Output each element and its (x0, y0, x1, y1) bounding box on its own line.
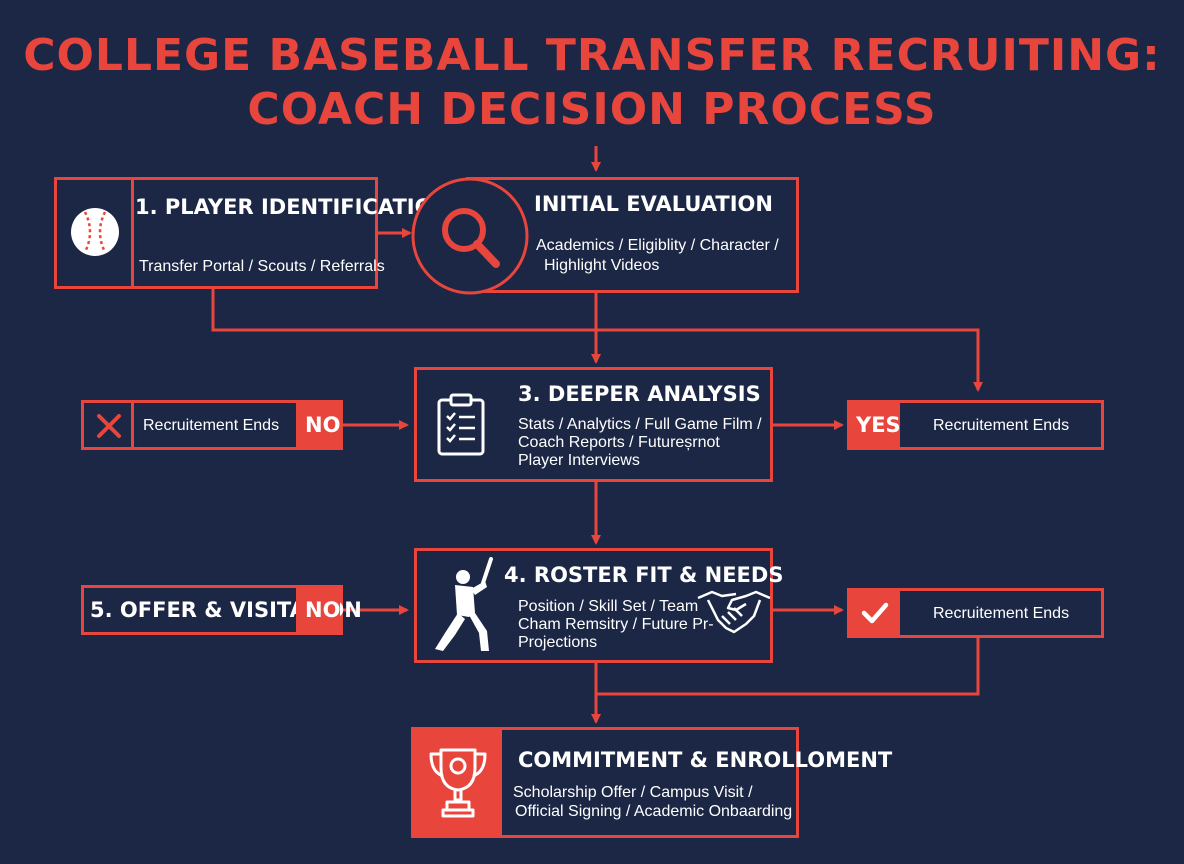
roster-fit-sub-3: Projections (518, 634, 598, 651)
initial-evaluation-heading: INITIAL EVALUATION (534, 192, 773, 216)
no-recruitment-ends-label: Recruitement Ends (143, 417, 280, 434)
roster-fit-sub-1: Position / Skill Set / Team (518, 598, 699, 615)
commitment-heading: COMMITMENT & ENROLLOMENT (518, 748, 893, 772)
x-divider (131, 403, 134, 447)
no-badge-label: NO (305, 413, 341, 437)
check-recruitment-ends-node: Recruitement Ends (847, 588, 1104, 638)
yes-badge-label: YES (856, 413, 901, 437)
offer-no-badge (296, 588, 340, 632)
commitment-sub-2: Official Signing / Academic Onbaarding (515, 803, 793, 820)
magnifier-icon (411, 177, 529, 295)
check-icon (861, 602, 889, 624)
player-identification-sub: Transfer Portal / Scouts / Referrals (139, 258, 385, 275)
offer-no-badge-label: NO (305, 598, 341, 622)
batter-icon (435, 557, 493, 651)
no-badge (296, 403, 340, 447)
offer-visitation-node: 5. OFFER & VISITATION NO (81, 585, 362, 635)
roster-fit-sub-2: Cham Remsitry / Future Pr- (518, 616, 714, 633)
line-check-merge (596, 638, 980, 696)
page-title-line-1: COLLEGE BASEBALL TRANSFER RECRUITING: (23, 30, 1161, 81)
deeper-analysis-sub-3: Player Interviews (518, 452, 640, 469)
initial-evaluation-sub-2: Highlight Videos (544, 257, 660, 274)
commitment-sub-1: Scholarship Offer / Campus Visit / (513, 784, 753, 801)
no-recruitment-ends-node: Recruitement Ends NO (81, 400, 343, 450)
player-identification-heading: 1. PLAYER IDENTIFICATION (135, 195, 451, 219)
baseball-icon (71, 208, 119, 256)
yes-recruitment-ends-label: Recruitement Ends (933, 417, 1070, 434)
deeper-analysis-sub-1: Stats / Analytics / Full Game Film / (518, 416, 762, 433)
deeper-analysis-heading: 3. DEEPER ANALYSIS (518, 382, 761, 406)
yes-badge (850, 403, 900, 447)
deeper-analysis-node: 3. DEEPER ANALYSIS Stats / Analytics / F… (414, 367, 773, 482)
check-badge (850, 591, 900, 635)
icon-divider (131, 180, 134, 286)
trophy-icon (429, 748, 487, 818)
page-title-line-2: COACH DECISION PROCESS (247, 84, 937, 135)
roster-fit-heading: 4. ROSTER FIT & NEEDS (504, 563, 784, 587)
handshake-icon (697, 590, 771, 634)
clipboard-icon (437, 393, 485, 456)
commitment-node: COMMITMENT & ENROLLOMENT Scholarship Off… (411, 727, 892, 838)
roster-fit-node: 4. ROSTER FIT & NEEDS Position / Skill S… (414, 548, 783, 663)
yes-recruitment-ends-node: YES Recruitement Ends (847, 400, 1104, 450)
player-identification-node: 1. PLAYER IDENTIFICATION Transfer Portal… (54, 177, 450, 289)
x-icon (97, 414, 121, 438)
check-recruitment-ends-label: Recruitement Ends (933, 605, 1070, 622)
initial-evaluation-sub-1: Academics / Eligiblity / Character / (536, 237, 779, 254)
deeper-analysis-sub-2: Coach Reports / Futureșrnot (518, 434, 720, 451)
